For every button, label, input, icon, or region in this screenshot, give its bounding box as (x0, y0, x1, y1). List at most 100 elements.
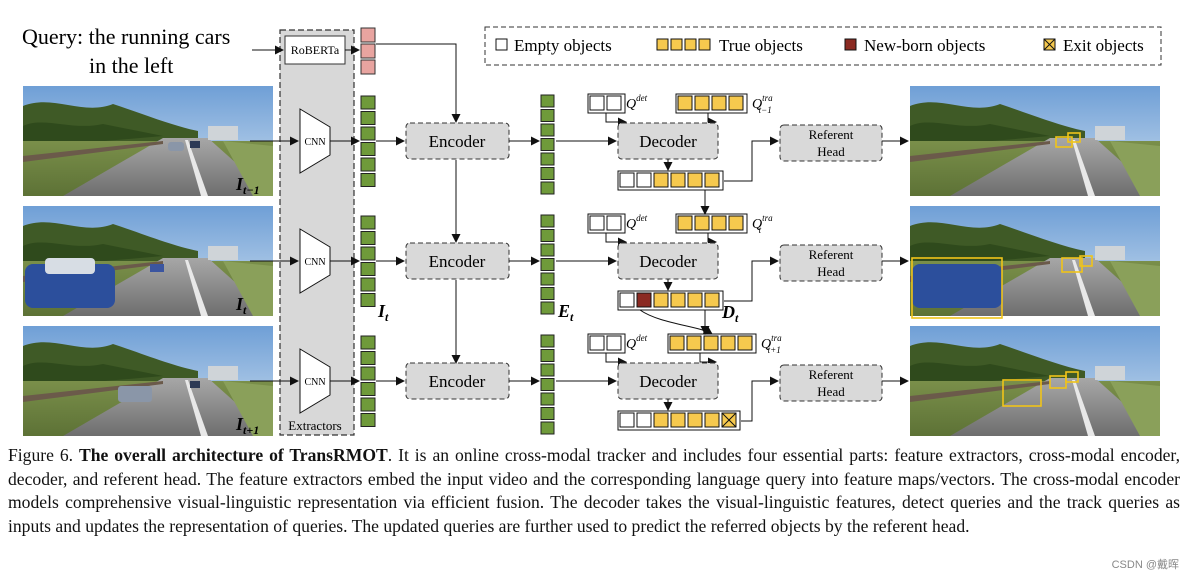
feature-cell (360, 413, 376, 427)
feature-cell (540, 167, 555, 180)
q-det-label: Qdet (626, 333, 648, 352)
query-slot (711, 95, 727, 111)
q-det-sup: det (636, 213, 647, 223)
query-slot (711, 215, 727, 231)
referent-head-box (779, 364, 883, 402)
E-t-label: Et (557, 301, 574, 324)
query-slot (636, 292, 652, 308)
feature-cell (540, 272, 555, 286)
caption-body: . It is an online cross-modal tracker an… (8, 445, 1180, 536)
feature-cell (360, 335, 376, 350)
query-slot (606, 95, 622, 111)
q-det-label: Qdet (626, 93, 648, 112)
car (25, 264, 115, 308)
D-t-label: Dt (721, 302, 739, 325)
visual-feature-vector (360, 215, 376, 307)
detection-box (1061, 257, 1083, 273)
detection-box (1067, 132, 1081, 143)
encoder-label: Encoder (429, 372, 486, 391)
car (118, 386, 152, 402)
query-slot (687, 292, 703, 308)
flow-arrow (605, 113, 627, 127)
feature-cell (540, 301, 555, 315)
feature-cell (360, 111, 376, 125)
encoder-feature-vector (540, 214, 555, 315)
flow-arrow (699, 353, 717, 367)
legend-exit-swatch (1043, 38, 1056, 51)
feature-cell (540, 407, 555, 420)
feature-cell (360, 397, 376, 412)
feature-cell (540, 109, 555, 122)
query-slot (670, 172, 686, 188)
feature-cell (360, 95, 376, 110)
feature-cell (540, 392, 555, 406)
feature-cell (360, 262, 376, 276)
feature-cell (360, 246, 376, 261)
detection-box (1079, 255, 1093, 267)
decoder-label: Decoder (639, 372, 697, 391)
car (912, 264, 1002, 308)
input-frame-image (23, 326, 273, 436)
legend-true-swatches (656, 38, 711, 51)
query-slot (619, 292, 635, 308)
feature-cell (360, 366, 376, 381)
q-det-sup: det (636, 333, 647, 343)
q-tra-sup: tra (771, 333, 782, 343)
I-t-label: It (377, 301, 389, 324)
query-slot (589, 335, 605, 351)
input-frame-image (23, 86, 273, 196)
feature-cell (360, 382, 376, 396)
feature-cell (360, 126, 376, 141)
feature-cell (360, 215, 376, 230)
query-slot (687, 412, 703, 428)
output-frame-image (910, 86, 1160, 196)
feature-cell (540, 378, 555, 391)
query-slot (728, 95, 744, 111)
decoder-label: Decoder (639, 132, 697, 151)
legend-true: True objects (719, 36, 803, 55)
output-queries (617, 170, 724, 191)
frame-label-subscript: t (243, 303, 247, 317)
q-tra-sub: t (759, 225, 762, 235)
flow-arrow (707, 233, 717, 247)
feature-cell (540, 243, 555, 257)
query-slot (694, 215, 710, 231)
query-slot (670, 412, 686, 428)
feature-cell (360, 142, 376, 156)
legend-newborn-swatch (844, 38, 857, 51)
query-slot (677, 95, 693, 111)
output-queries (617, 410, 741, 431)
query-slot (704, 172, 720, 188)
query-slot (704, 292, 720, 308)
detect-queries (587, 333, 626, 354)
query-slot (728, 215, 744, 231)
referent-label-1: Referent (809, 247, 854, 262)
query-slot (636, 412, 652, 428)
figure-caption: Figure 6. The overall architecture of Tr… (8, 444, 1180, 538)
legend-exit: Exit objects (1063, 36, 1144, 55)
I-t-subscript: t (385, 310, 389, 324)
detection-box (1002, 379, 1042, 407)
D-t-subscript: t (735, 311, 739, 325)
visual-feature-vector (360, 95, 376, 187)
referent-head-box (779, 124, 883, 162)
car-window (45, 258, 95, 274)
feature-cell (360, 157, 376, 172)
query-slot (677, 215, 693, 231)
caption-prefix: Figure 6. (8, 445, 79, 465)
flow-arrow (707, 113, 717, 127)
feature-cell (360, 351, 376, 365)
car (150, 264, 164, 272)
query-slot (704, 412, 720, 428)
feature-cell (360, 231, 376, 245)
query-slot (669, 335, 685, 351)
referent-label-2: Head (817, 144, 845, 159)
cnn-block (299, 228, 331, 294)
car (168, 142, 184, 151)
q-tra-sup: tra (762, 93, 773, 103)
query-slot (606, 215, 622, 231)
query-line-1: Query: the running cars (22, 24, 230, 49)
query-slot (653, 292, 669, 308)
exit-mark (721, 412, 737, 428)
